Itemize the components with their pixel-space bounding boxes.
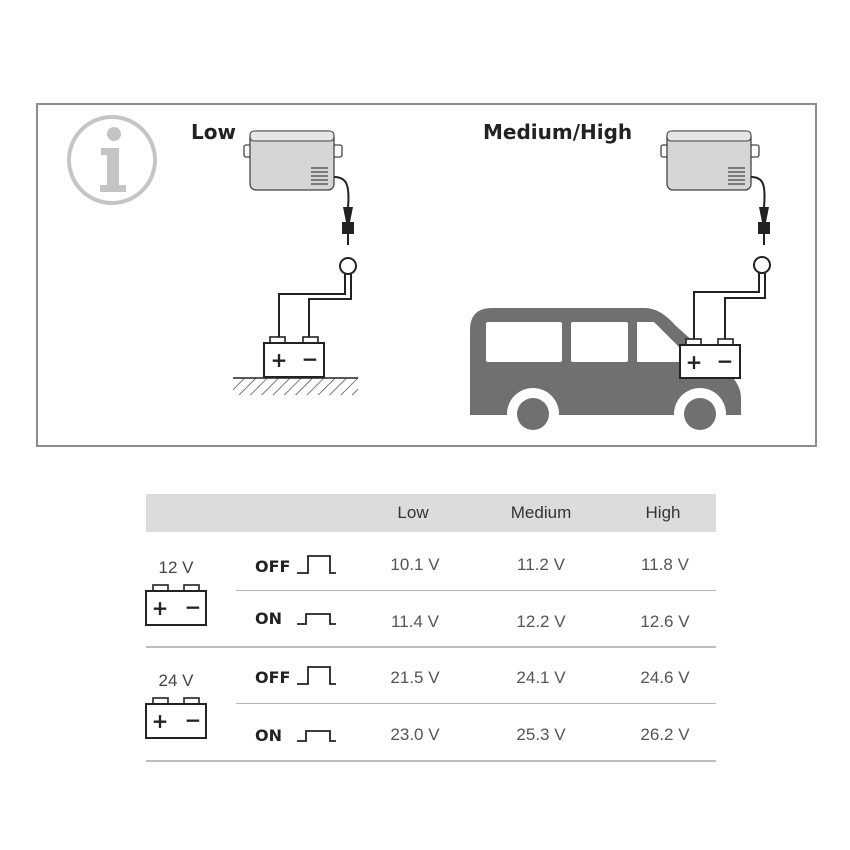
socket-icon (753, 256, 771, 274)
plug-icon (750, 176, 770, 245)
switch-off-icon (297, 555, 336, 574)
battery-icon: + − (679, 338, 741, 379)
low-label: Low (191, 120, 236, 144)
value-cell: 24.6 V (640, 668, 690, 687)
battery-minus-sign: − (185, 595, 202, 619)
row-state-label: ON (255, 609, 282, 628)
group-divider (146, 646, 716, 648)
van-icon (470, 308, 741, 440)
value-cell: 12.2 V (516, 612, 566, 631)
value-cell: 25.3 V (516, 725, 566, 744)
value-cell: 10.1 V (390, 555, 440, 574)
value-cell: 11.2 V (517, 555, 565, 574)
value-cell: 21.5 V (390, 668, 440, 687)
column-header-medium: Medium (510, 503, 572, 522)
info-panel (36, 103, 817, 447)
socket-icon (339, 257, 357, 275)
table-header: Low Medium High (146, 494, 716, 532)
row-state-label: OFF (255, 557, 291, 576)
column-header-high: High (645, 503, 681, 522)
battery-icon: + − (263, 336, 325, 378)
battery-plus-sign: + (152, 709, 169, 733)
value-cell: 12.6 V (640, 612, 690, 631)
value-cell: 26.2 V (640, 725, 690, 744)
switch-off-icon (297, 666, 336, 685)
row-state-label: OFF (255, 668, 291, 687)
battery-minus-sign: − (185, 708, 202, 732)
battery-icon: + − (145, 697, 207, 739)
plug-icon (333, 176, 354, 245)
value-cell: 24.1 V (516, 668, 566, 687)
battery-plus-sign: + (271, 348, 288, 372)
value-cell: 11.8 V (641, 555, 689, 574)
row-divider (236, 703, 716, 704)
column-header-low: Low (397, 503, 429, 522)
cool-box-icon (660, 130, 760, 191)
battery-minus-sign: − (302, 347, 319, 371)
row-state-label: ON (255, 726, 282, 745)
battery-voltage-24v: 24 V (158, 671, 194, 690)
battery-icon: + − (145, 584, 207, 626)
battery-voltage-12v: 12 V (158, 558, 194, 577)
table-bottom-rule (146, 760, 716, 762)
switch-on-icon (297, 730, 336, 742)
info-icon (67, 115, 157, 205)
switch-on-icon (297, 613, 336, 625)
ground-hatch (233, 377, 358, 395)
value-cell: 11.4 V (391, 612, 439, 631)
value-cell: 23.0 V (390, 725, 440, 744)
cool-box-icon (243, 130, 343, 191)
medium-high-label: Medium/High (483, 120, 633, 144)
battery-minus-sign: − (717, 349, 734, 373)
battery-plus-sign: + (152, 596, 169, 620)
row-divider (236, 590, 716, 591)
battery-plus-sign: + (686, 350, 703, 374)
